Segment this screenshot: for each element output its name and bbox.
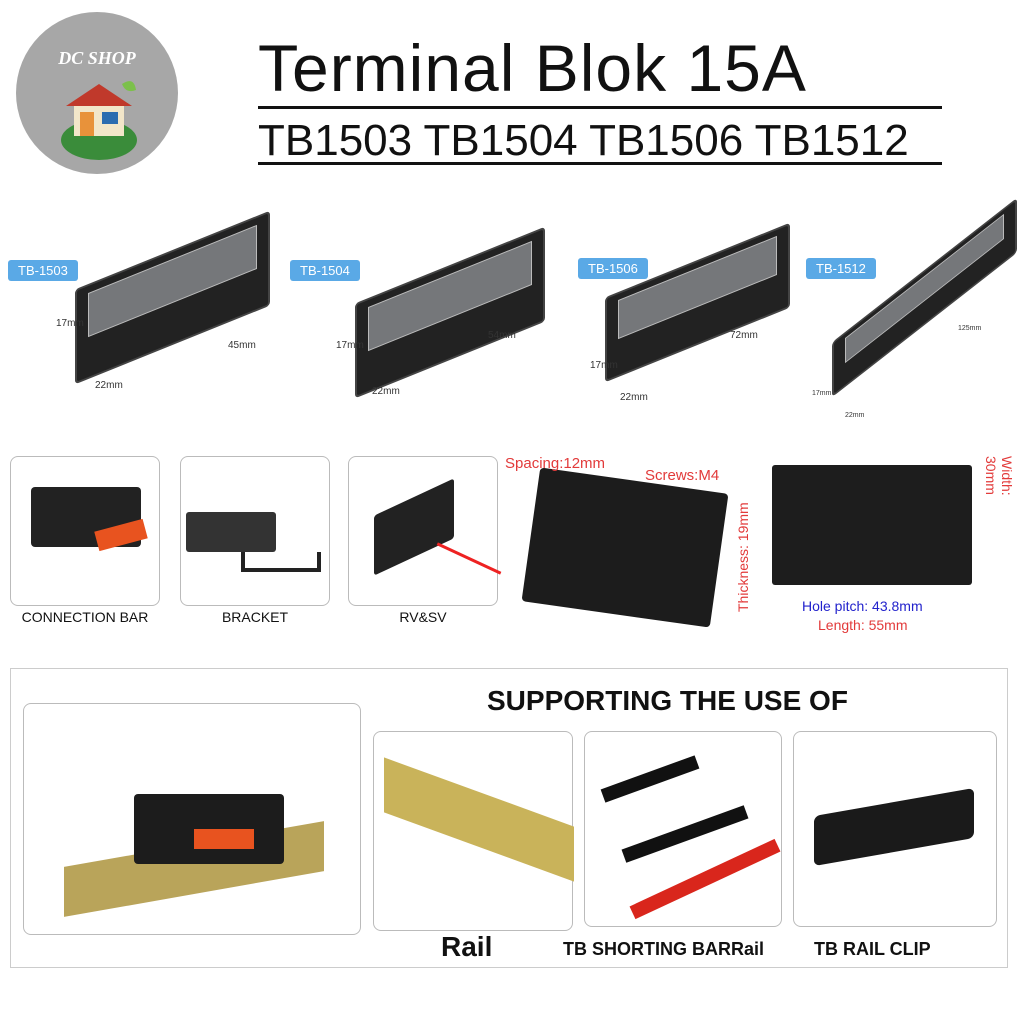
terminal-block-tb1512 — [832, 197, 1017, 398]
height-label: 17mm — [336, 340, 364, 351]
terminal-block-tb1506 — [605, 222, 790, 383]
shop-logo: DC SHOP — [16, 12, 178, 174]
width-label: 22mm — [845, 412, 865, 419]
subtitle-underline — [258, 162, 942, 165]
accessory-connection-bar — [10, 456, 160, 606]
width-label: 22mm — [95, 380, 123, 391]
height-label: 17mm — [590, 360, 618, 371]
accessory-label: CONNECTION BAR — [21, 609, 149, 625]
page-title: Terminal Blok 15A — [258, 31, 807, 105]
length-label: 72mm — [730, 330, 758, 341]
supporting-heading: SUPPORTING THE USE OF — [487, 685, 848, 716]
accessory-label: RV&SV — [399, 609, 447, 625]
height-label: 17mm — [812, 390, 832, 397]
terminal-block-with-cover — [521, 467, 729, 628]
screws-label: Screws:M4 — [645, 467, 720, 484]
house-icon — [61, 81, 137, 160]
supporting-item-label: Rail — [441, 931, 493, 962]
shorting-bar-photo — [584, 731, 782, 927]
terminal-block-tb1504 — [355, 226, 545, 399]
hole-pitch-label: Hole pitch: 43.8mm — [802, 598, 923, 614]
rail-clip-photo — [793, 731, 997, 927]
length-label: 45mm — [228, 340, 256, 351]
length-label: Length: 55mm — [818, 617, 908, 633]
accessory-rv-sv — [348, 456, 502, 606]
rail-mounted-terminal-photo — [23, 703, 361, 935]
page-subtitle: TB1503 TB1504 TB1506 TB1512 — [258, 116, 909, 165]
length-label: 125mm — [958, 325, 982, 332]
supporting-panel: SUPPORTING THE USE OF Rail TB SHORTING B… — [10, 668, 1008, 968]
logo-text: DC SHOP — [58, 48, 136, 68]
length-label: 54mm — [488, 330, 516, 341]
spacing-label: Spacing:12mm — [505, 455, 606, 472]
product-tag: TB-1506 — [578, 258, 648, 279]
accessory-bracket — [180, 456, 330, 606]
height-label: 17mm — [56, 318, 84, 329]
supporting-item-label: TB SHORTING BARRail — [563, 939, 765, 959]
product-row: TB-1503 17mm 22mm 45mm TB-1504 17mm 22mm… — [0, 190, 1024, 440]
supporting-item-label: TB RAIL CLIP — [814, 939, 931, 959]
width-label: 22mm — [372, 386, 400, 397]
title-underline — [258, 106, 942, 109]
thickness-label: Thickness: 19mm — [735, 502, 751, 612]
width-label: 22mm — [620, 392, 648, 403]
accessory-label: BRACKET — [221, 609, 289, 625]
width-label: Width: 30mm — [983, 456, 1015, 496]
product-tag: TB-1504 — [290, 260, 360, 281]
rail-photo — [373, 731, 574, 931]
product-tag: TB-1512 — [806, 258, 876, 279]
product-tag: TB-1503 — [8, 260, 78, 281]
terminal-block-tb1503 — [75, 210, 270, 385]
terminal-block-top-view — [772, 465, 972, 585]
